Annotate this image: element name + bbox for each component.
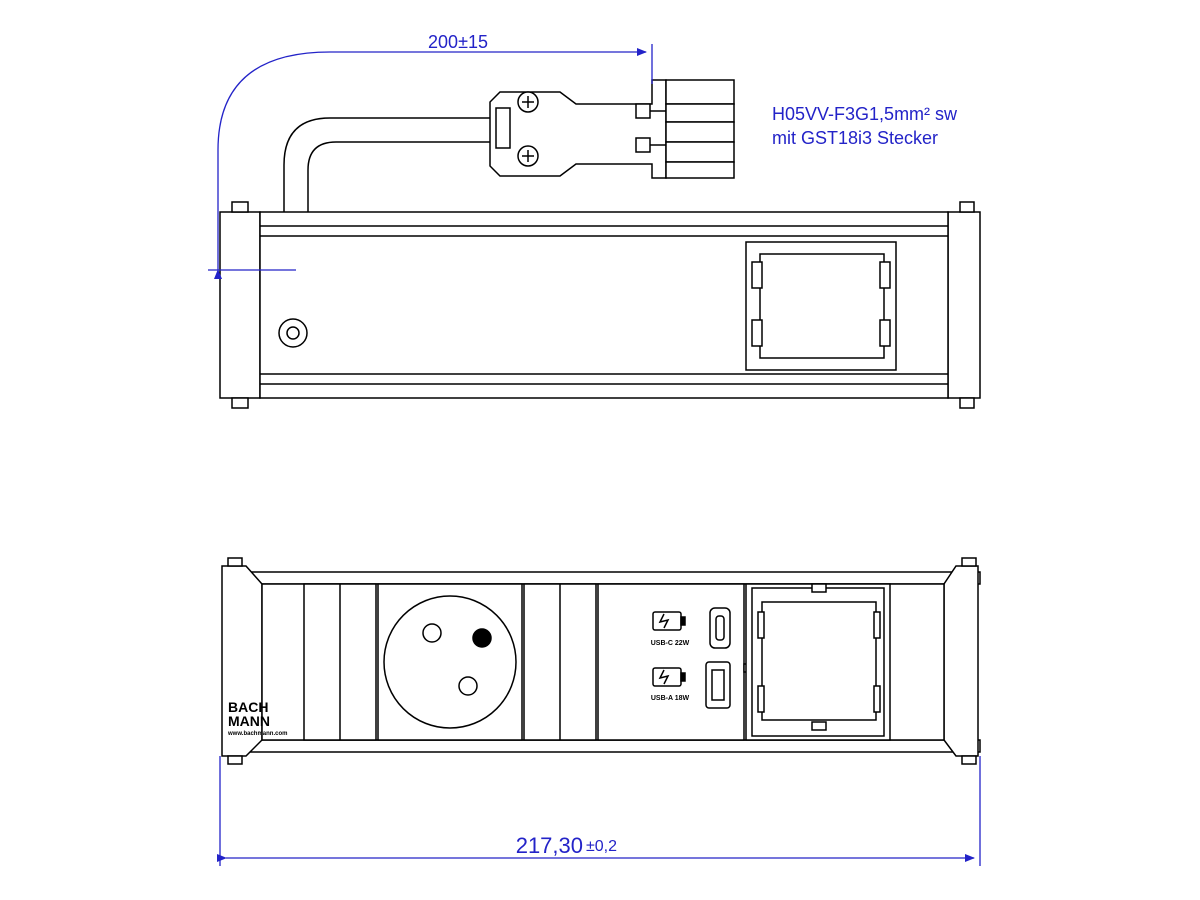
- cable-spec-line2: mit GST18i3 Stecker: [772, 128, 938, 148]
- dimension-cable-length-label: 200±15: [428, 32, 488, 52]
- socket-earth-pin: [472, 628, 492, 648]
- gst18-connector: [489, 79, 735, 179]
- dimension-width-tolerance: ±0,2: [586, 838, 617, 855]
- end-cap-right: [947, 211, 981, 399]
- socket-module-type-e: [377, 583, 523, 741]
- usb-charger-module: [597, 583, 751, 741]
- dimension-cable-length: [208, 44, 653, 279]
- usb-c-label: USB-C 22W: [651, 640, 690, 647]
- cable-spec-line1: H05VV-F3G1,5mm² sw: [772, 104, 958, 124]
- battery-charge-icon: [652, 667, 686, 687]
- dimension-width: [217, 756, 981, 866]
- usb-a-label: USB-A 18W: [651, 695, 690, 702]
- socket-face: [383, 595, 517, 729]
- socket-hole-left: [422, 623, 442, 643]
- socket-hole-right: [458, 676, 478, 696]
- battery-charge-icon: [652, 611, 686, 631]
- end-cap-left: [219, 211, 261, 399]
- front-view: [221, 557, 981, 765]
- module-frame-top: [745, 241, 897, 371]
- logo-line2: MANN: [228, 713, 270, 729]
- end-cap-right-front: [943, 565, 979, 757]
- dimension-width-label: 217,30: [516, 833, 583, 858]
- module-frame-front: [745, 583, 891, 741]
- logo-url: www.bachmann.com: [227, 731, 287, 737]
- logo-line1: BACH: [228, 699, 268, 715]
